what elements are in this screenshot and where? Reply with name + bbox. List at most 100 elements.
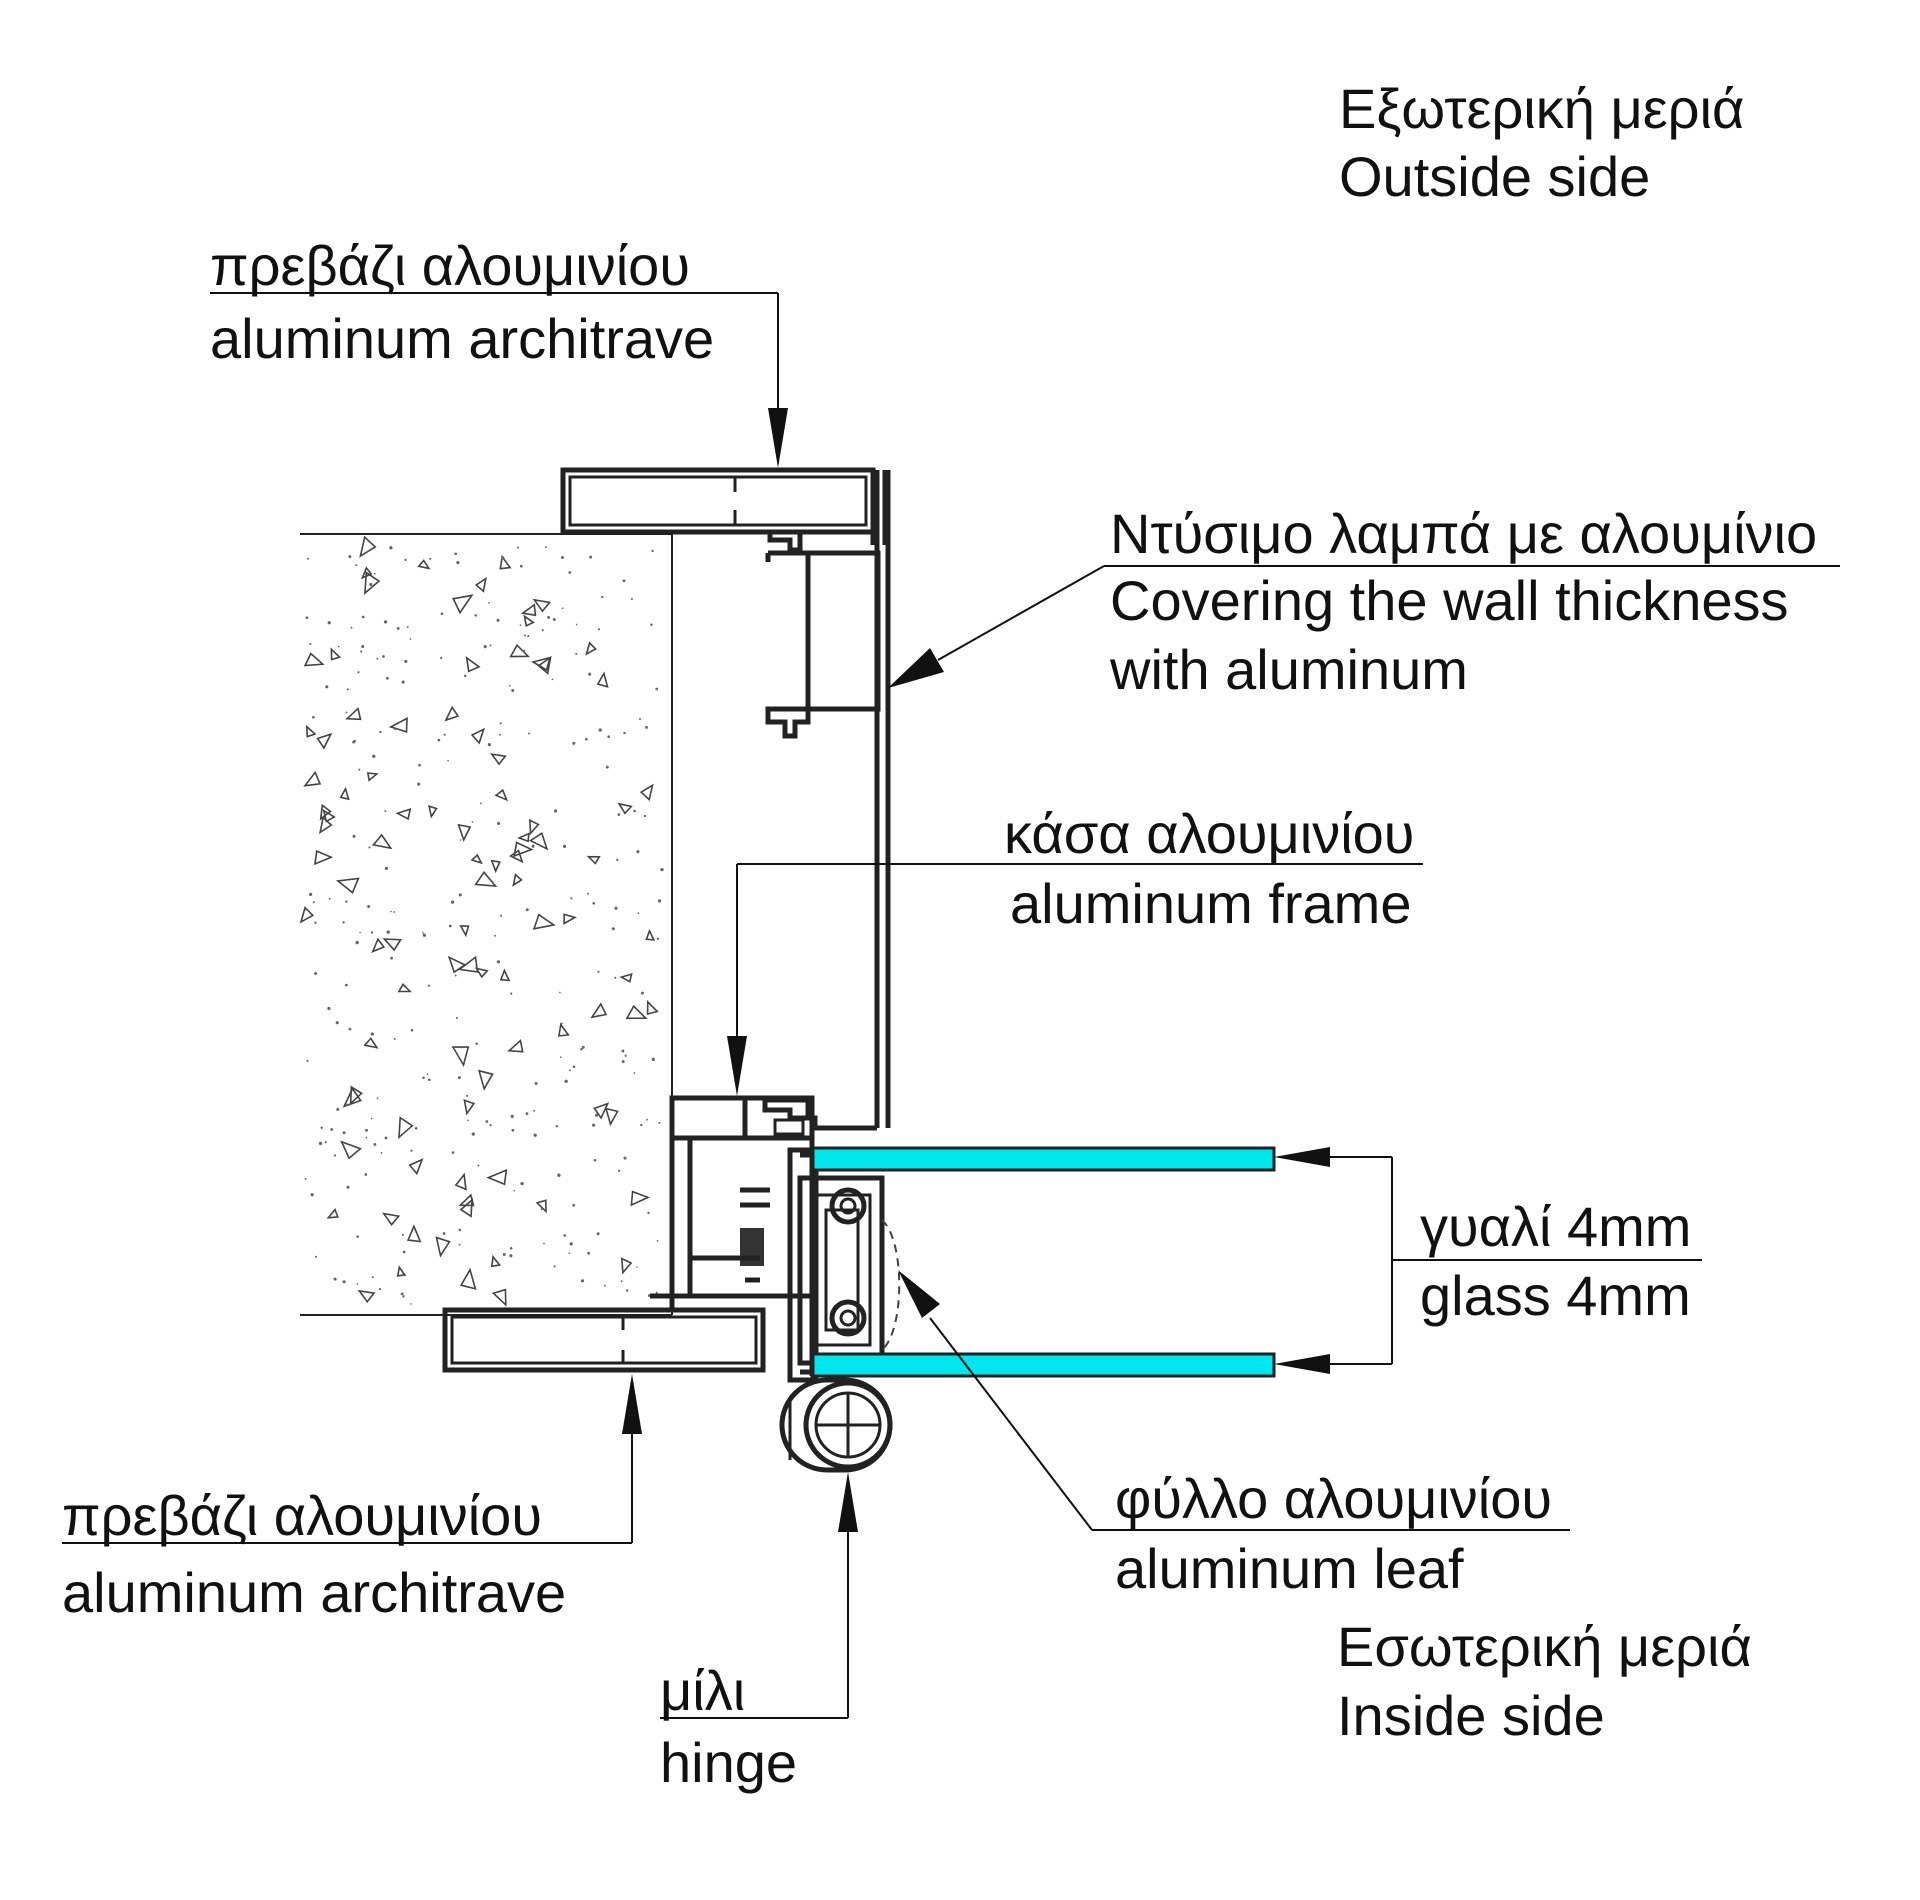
concrete-grain — [466, 1094, 469, 1097]
concrete-grain — [511, 1128, 515, 1132]
concrete-grain — [330, 1128, 334, 1131]
concrete-grain — [437, 738, 441, 742]
concrete-grain — [587, 1251, 591, 1255]
concrete-grain — [559, 991, 561, 994]
concrete-grain — [531, 844, 535, 848]
concrete-aggregate — [463, 1098, 476, 1116]
concrete-grain — [402, 1250, 406, 1254]
concrete-aggregate — [486, 1168, 508, 1186]
concrete-grain — [646, 1118, 648, 1121]
concrete-aggregate — [417, 559, 431, 570]
concrete-grain — [561, 607, 564, 610]
concrete-grain — [419, 1240, 422, 1242]
concrete-aggregate — [619, 972, 633, 983]
concrete-aggregate — [586, 855, 601, 865]
concrete-grain — [459, 839, 462, 841]
concrete-grain — [360, 650, 363, 653]
concrete-aggregate — [470, 727, 486, 745]
concrete-grain — [324, 1141, 327, 1144]
concrete-grain — [447, 759, 449, 762]
glass-label-greek: γυαλί 4mm — [1420, 1195, 1691, 1258]
concrete-grain — [553, 1265, 556, 1268]
concrete-grain — [475, 1042, 478, 1045]
concrete-aggregate — [397, 982, 413, 993]
concrete-grain — [457, 1076, 461, 1080]
top-architrave-label-english: aluminum architrave — [210, 307, 714, 370]
concrete-grain — [479, 802, 482, 805]
concrete-grain — [595, 1113, 599, 1117]
concrete-grain — [622, 579, 626, 583]
concrete-grain — [361, 615, 365, 619]
concrete-grain — [636, 1266, 638, 1268]
concrete-grain — [488, 602, 491, 604]
concrete-aggregate — [435, 1236, 451, 1258]
concrete-grain — [614, 906, 618, 910]
concrete-grain — [645, 725, 648, 729]
concrete-aggregate — [474, 967, 489, 979]
concrete-aggregate — [314, 849, 334, 866]
concrete-grain — [427, 984, 431, 987]
concrete-aggregate — [398, 1116, 414, 1140]
concrete-grain — [428, 1078, 431, 1082]
concrete-grain — [533, 1109, 536, 1112]
concrete-grain — [614, 976, 617, 979]
leader-leaf — [898, 1270, 1570, 1531]
concrete-grain — [314, 1255, 317, 1258]
concrete-grain — [655, 687, 659, 691]
concrete-grain — [396, 626, 400, 630]
concrete-grain — [655, 1291, 658, 1294]
top-architrave-profile — [560, 467, 888, 553]
concrete-grain — [365, 1128, 368, 1132]
concrete-grain — [373, 572, 376, 575]
concrete-grain — [485, 1120, 489, 1123]
concrete-aggregate — [382, 938, 403, 952]
concrete-grain — [346, 1185, 350, 1189]
concrete-aggregate — [457, 823, 472, 842]
concrete-grain — [390, 956, 394, 960]
wall-covering-label-english-1: Covering the wall thickness — [1110, 569, 1789, 632]
concrete-grain — [345, 983, 348, 987]
concrete-aggregate — [474, 576, 487, 593]
concrete-aggregate — [428, 805, 438, 819]
concrete-aggregate — [371, 937, 386, 953]
concrete-grain — [370, 1032, 374, 1036]
aluminum-leaf-profile — [787, 1147, 901, 1383]
concrete-grain — [312, 715, 315, 719]
concrete-grain — [623, 1156, 627, 1160]
concrete-grain — [361, 644, 365, 649]
concrete-grain — [637, 912, 640, 914]
concrete-aggregate — [523, 614, 535, 627]
concrete-aggregate — [363, 1037, 379, 1049]
concrete-grain — [306, 557, 309, 560]
concrete-grain — [367, 905, 371, 908]
concrete-grain — [345, 1103, 349, 1106]
concrete-aggregate — [512, 873, 523, 887]
concrete-grain — [337, 645, 340, 648]
concrete-grain — [560, 1022, 563, 1025]
concrete-grain — [519, 624, 522, 627]
concrete-grain — [348, 1027, 352, 1031]
concrete-grain — [483, 645, 487, 649]
concrete-grain — [543, 1242, 545, 1245]
concrete-grain — [509, 1247, 513, 1250]
bottom-architrave-label-greek: πρεβάζι αλουμινίου — [62, 1484, 542, 1547]
concrete-grain — [458, 893, 462, 897]
concrete-grain — [355, 564, 358, 567]
concrete-grain — [365, 1136, 368, 1139]
concrete-grain — [589, 555, 593, 559]
concrete-grain — [660, 867, 664, 872]
concrete-aggregate — [630, 1190, 651, 1207]
concrete-aggregate — [596, 671, 609, 688]
concrete-grain — [597, 970, 600, 973]
concrete-aggregate — [513, 841, 534, 858]
concrete-aggregate — [326, 1208, 339, 1219]
leader-top-architrave — [210, 292, 788, 468]
concrete-grain — [587, 892, 590, 895]
concrete-grain — [525, 908, 529, 912]
concrete-grain — [312, 901, 315, 904]
leaf-label-english: aluminum leaf — [1115, 1537, 1464, 1600]
concrete-grain — [557, 1173, 561, 1177]
concrete-grain — [394, 728, 397, 731]
concrete-grain — [572, 1065, 576, 1069]
concrete-aggregate — [509, 849, 524, 864]
